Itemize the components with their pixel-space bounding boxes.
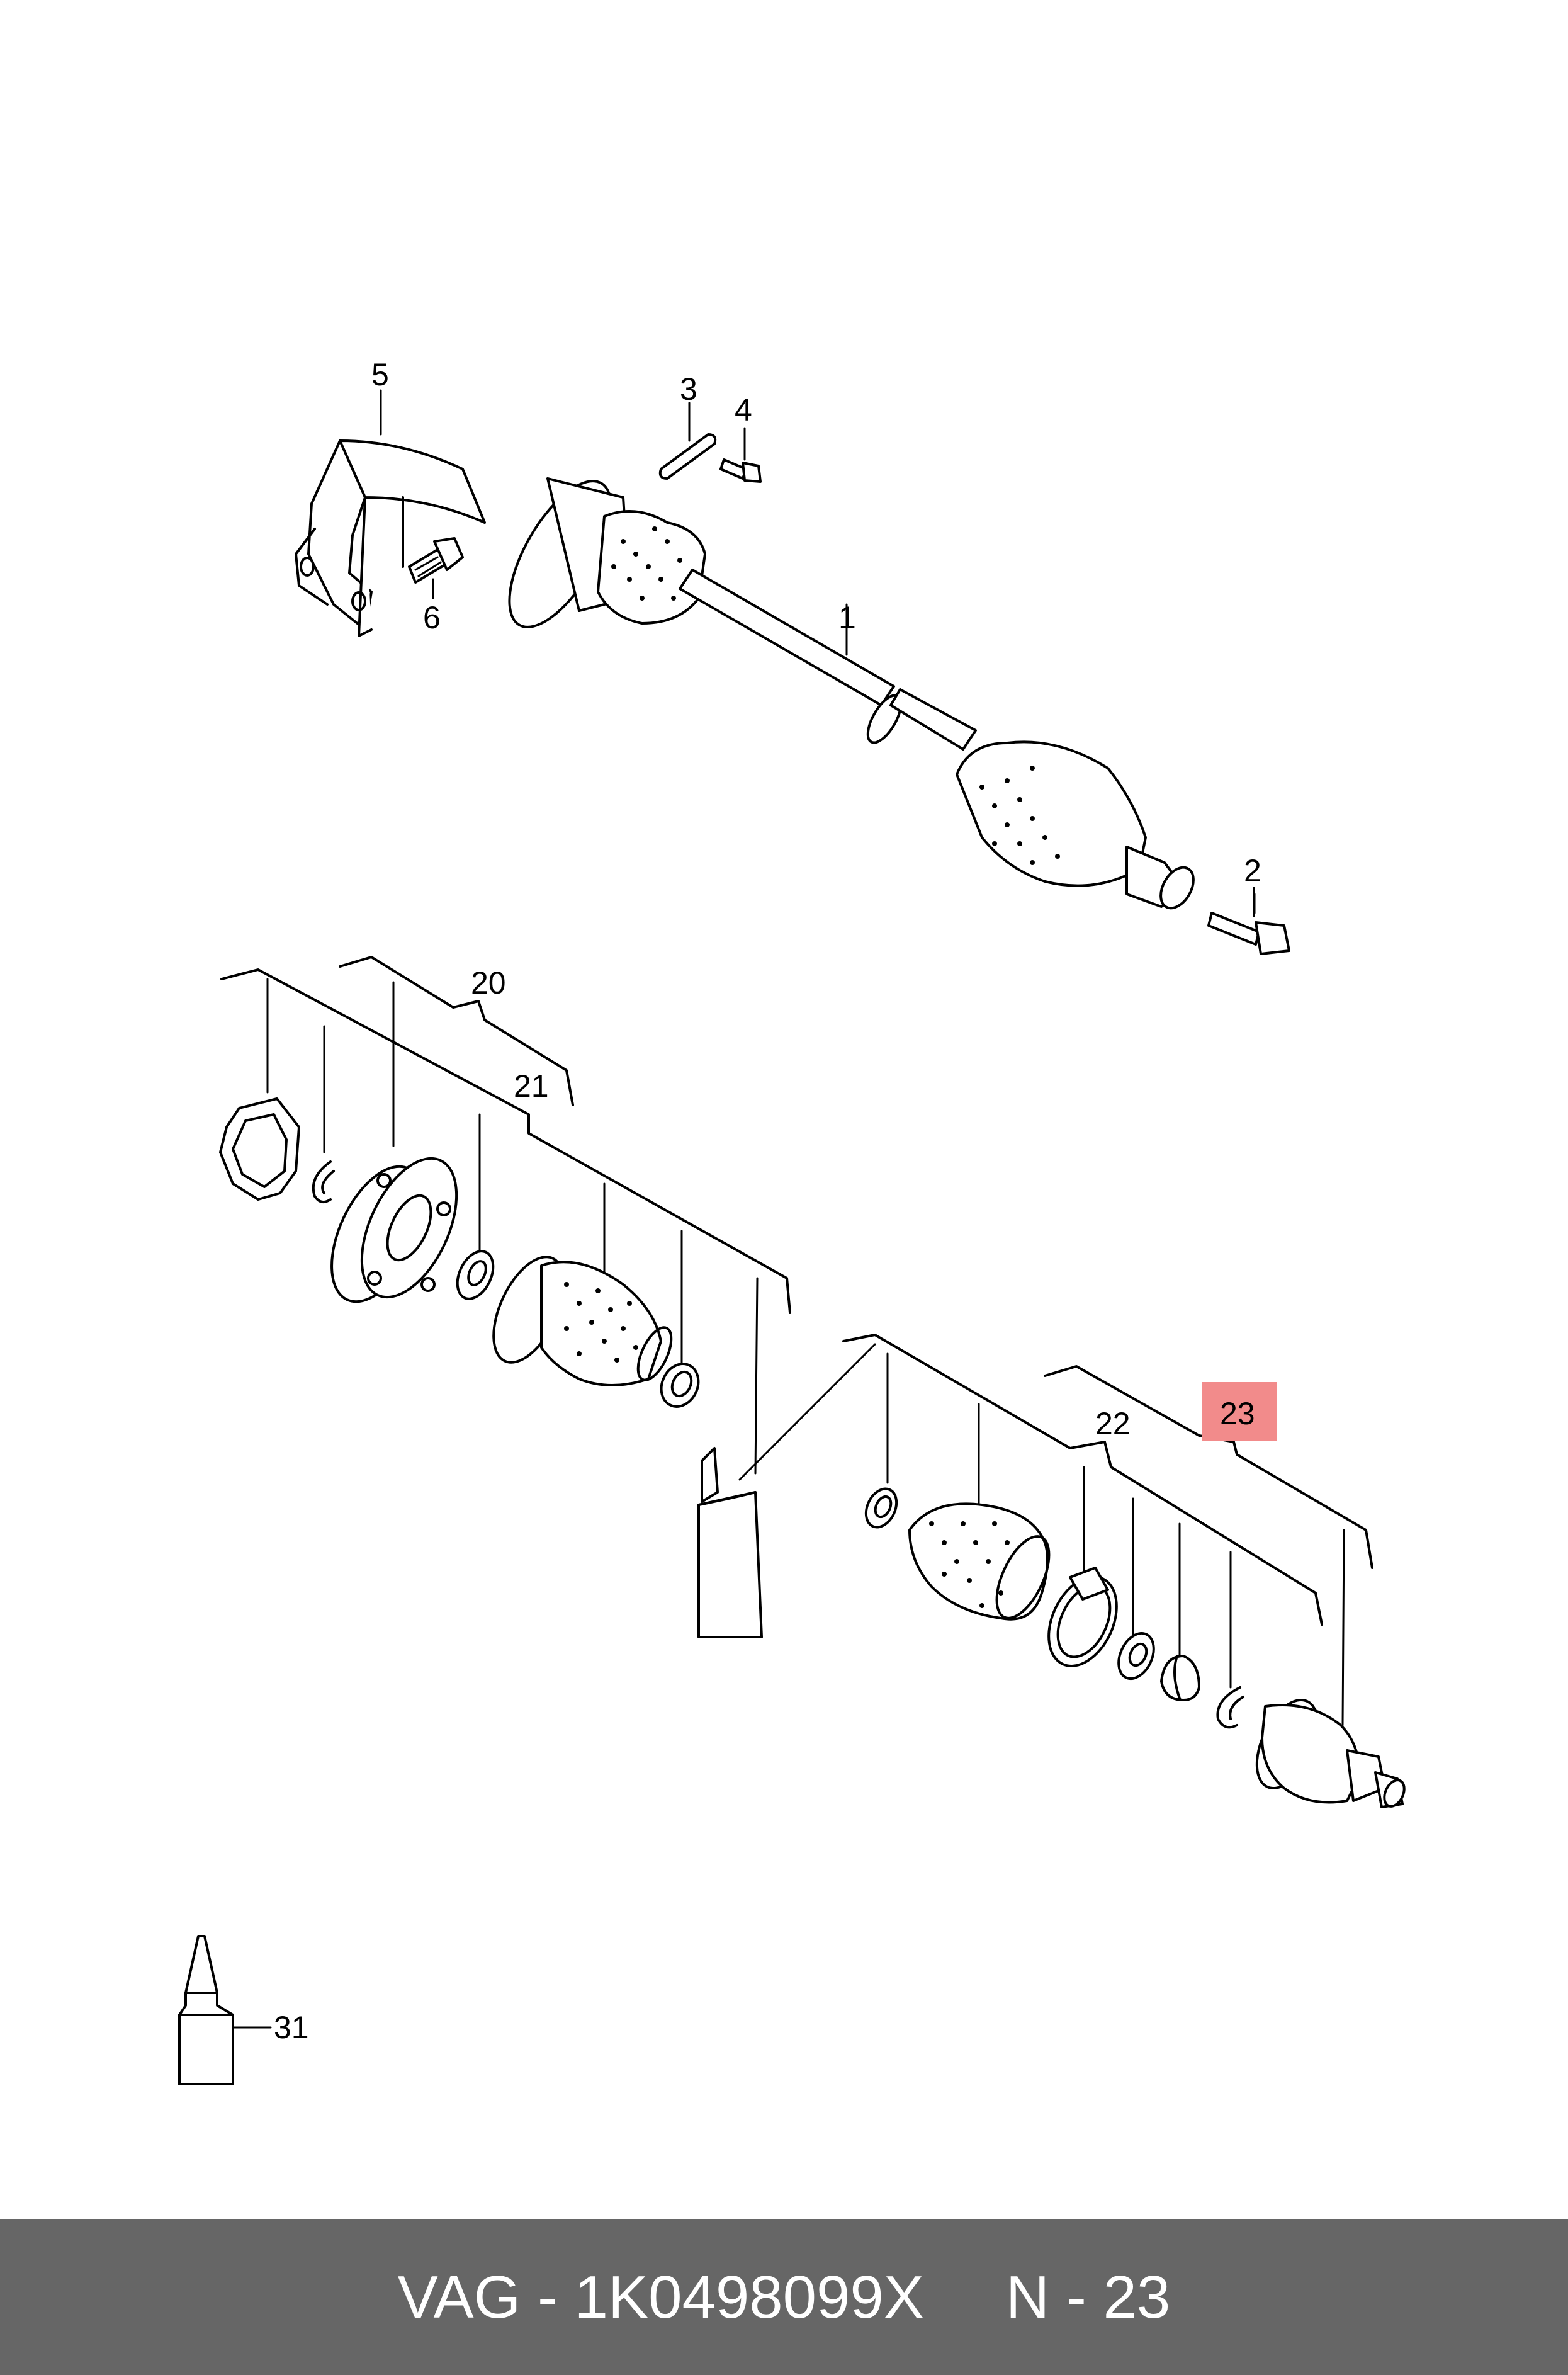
boot-texture-dots — [611, 526, 692, 601]
kit-dished-washer[interactable] — [450, 1245, 500, 1305]
kit-outer-cv-joint[interactable] — [1244, 1691, 1408, 1810]
part-2-bolt[interactable] — [1207, 887, 1290, 955]
outer-boot-texture-dots — [979, 766, 1060, 865]
callout-20[interactable]: 20 — [471, 965, 506, 1000]
kit-outer-circlip[interactable] — [1216, 1686, 1244, 1729]
callout-3[interactable]: 3 — [680, 371, 697, 407]
footer-part-number: VAG - 1K0498099X — [397, 2263, 924, 2331]
footer-bar: VAG - 1K0498099X N - 23 — [0, 2219, 1568, 2375]
callout-31[interactable]: 31 — [274, 2010, 309, 2045]
kit-outer-small-clamp[interactable] — [860, 1484, 903, 1533]
highlight-box-callout-23 — [1202, 1382, 1277, 1441]
exploded-parts-diagram: 1 2 3 4 5 6 20 21 22 23 31 — [178, 357, 1408, 2085]
callout-leaders — [380, 389, 1256, 914]
kit-small-clamp[interactable] — [655, 1358, 705, 1412]
footer-position: N - 23 — [1005, 2263, 1171, 2331]
callout-23[interactable]: 23 — [1220, 1396, 1255, 1431]
kit-20-21-leader-lines — [220, 956, 791, 1475]
part-5-bracket[interactable] — [295, 439, 486, 637]
kit-inner-cv-joint[interactable] — [313, 1144, 476, 1316]
grease-tube[interactable] — [697, 1343, 876, 1638]
part-6-bolt[interactable] — [408, 537, 464, 599]
callout-5[interactable]: 5 — [371, 357, 389, 392]
part-31-bottle[interactable] — [178, 1935, 272, 2085]
outer-boot-kit-texture-dots — [929, 1521, 1010, 1608]
kit-large-clamp[interactable] — [1035, 1566, 1130, 1677]
callout-4[interactable]: 4 — [735, 392, 752, 428]
part-4-screw[interactable] — [719, 427, 762, 483]
kit-inner-boot[interactable] — [479, 1246, 678, 1386]
kit-outer-boot[interactable] — [908, 1502, 1060, 1626]
kit-22-23-leader-lines — [842, 1334, 1373, 1726]
inner-boot-texture-dots — [564, 1282, 638, 1363]
callout-21[interactable]: 21 — [514, 1068, 549, 1104]
callout-1[interactable]: 1 — [838, 600, 856, 635]
part-3-clip[interactable] — [658, 402, 717, 480]
kit-thrust-ring[interactable] — [1160, 1655, 1200, 1701]
callout-2[interactable]: 2 — [1244, 853, 1261, 888]
kit-gasket[interactable] — [219, 1097, 300, 1201]
part-1-drive-shaft[interactable] — [489, 466, 1200, 914]
kit-circlip[interactable] — [312, 1160, 335, 1203]
callout-6[interactable]: 6 — [423, 600, 441, 635]
callout-22[interactable]: 22 — [1095, 1406, 1131, 1441]
kit-outer-dished-washer[interactable] — [1112, 1628, 1160, 1684]
